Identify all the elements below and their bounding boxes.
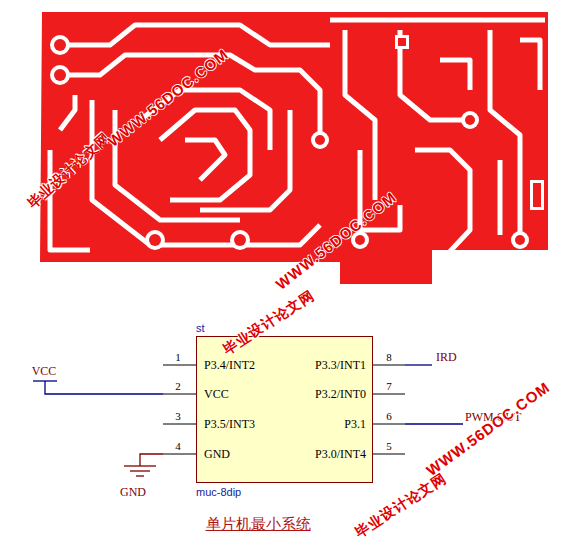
pin-name: P3.3/INT1 — [315, 359, 366, 371]
pin-name: P3.5/INT3 — [204, 418, 255, 430]
pin-number: 1 — [175, 352, 181, 363]
pin-name: VCC — [204, 388, 229, 400]
ground-label: GND — [120, 486, 146, 498]
ground-symbol — [124, 454, 163, 476]
pin-name: P3.1 — [344, 418, 366, 430]
part-package: muc-8dip — [196, 487, 241, 498]
pcb-copper — [40, 12, 548, 284]
pin-number: 8 — [386, 352, 392, 363]
pin-name: GND — [204, 448, 230, 460]
pin-number: 4 — [175, 441, 181, 452]
pin-number: 3 — [175, 411, 181, 422]
pin-number: 5 — [386, 441, 392, 452]
power-label: VCC — [32, 365, 57, 377]
watermark: WWW.56DOC.COM — [424, 378, 553, 477]
pin-name: P3.2/INT0 — [315, 388, 366, 400]
pcb-isolation — [50, 20, 545, 280]
pin-number: 7 — [386, 381, 392, 392]
pin-name: P3.0/INT4 — [315, 448, 366, 460]
pin-name: P3.4/INT2 — [204, 359, 255, 371]
signal-name: IRD — [436, 351, 457, 363]
chip-body: stP3.4/INT2VCCP3.5/INT3GNDP3.3/INT1P3.2/… — [196, 336, 373, 483]
part-ref: st — [196, 323, 205, 334]
pin-number: 6 — [386, 411, 392, 422]
pcb-pads — [50, 35, 544, 250]
pin-number: 2 — [175, 381, 181, 392]
caption: 单片机最小系统 — [206, 516, 311, 531]
